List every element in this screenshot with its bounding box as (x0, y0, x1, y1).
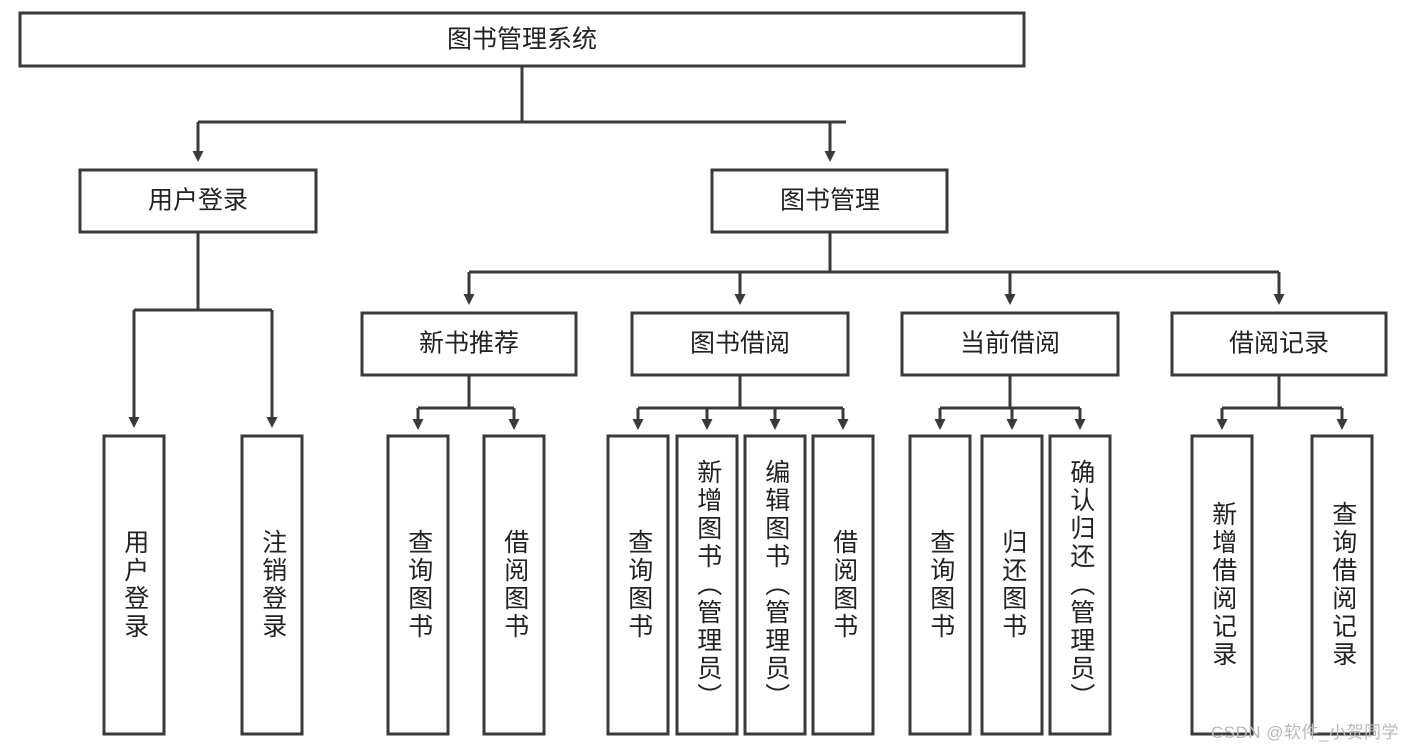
node-new-book-rec-label: 新书推荐 (419, 330, 519, 358)
node-leaf-confirm-return-box[interactable] (1048, 434, 1112, 736)
node-book-borrow-label: 图书借阅 (690, 330, 790, 358)
node-layer: 图书管理系统 用户登录 图书管理 新书推荐 图书借阅 当前借阅 借阅记录 (18, 11, 1388, 377)
node-leaf-query-book-cur-box[interactable] (908, 434, 972, 736)
connector-layer (128, 66, 1348, 430)
node-user-login-label: 用户登录 (148, 187, 248, 215)
node-new-book-rec[interactable]: 新书推荐 (360, 311, 578, 377)
node-current-borrow-label: 当前借阅 (960, 330, 1060, 358)
node-root-box[interactable] (18, 11, 1026, 68)
node-leaf-query-record-box[interactable] (1310, 434, 1374, 736)
node-book-manage-label: 图书管理 (780, 187, 880, 215)
node-borrow-record-label: 借阅记录 (1229, 330, 1329, 358)
node-new-book-rec-box[interactable] (360, 311, 578, 377)
node-book-borrow[interactable]: 图书借阅 (630, 311, 850, 377)
node-book-manage[interactable]: 图书管理 (710, 168, 949, 234)
node-root[interactable]: 图书管理系统 (18, 11, 1026, 68)
node-borrow-record[interactable]: 借阅记录 (1170, 311, 1388, 377)
node-leaf-user-logout-box[interactable] (240, 434, 304, 736)
node-leaf-add-record-box[interactable] (1190, 434, 1254, 736)
node-leaf-add-book-box[interactable] (675, 434, 739, 736)
node-leaf-user-login-box[interactable] (102, 434, 166, 736)
node-root-label: 图书管理系统 (447, 26, 597, 54)
leaf-rect-layer (102, 434, 1374, 736)
node-leaf-query-book-rec-box[interactable] (386, 434, 450, 736)
node-book-borrow-box[interactable] (630, 311, 850, 377)
node-leaf-borrow-book-box[interactable] (811, 434, 875, 736)
node-book-manage-box[interactable] (710, 168, 949, 234)
node-borrow-record-box[interactable] (1170, 311, 1388, 377)
node-leaf-query-book-box[interactable] (606, 434, 670, 736)
node-user-login-box[interactable] (78, 168, 318, 234)
node-user-login[interactable]: 用户登录 (78, 168, 318, 234)
node-leaf-edit-book-box[interactable] (743, 434, 807, 736)
node-leaf-return-book-box[interactable] (980, 434, 1044, 736)
node-current-borrow-box[interactable] (900, 311, 1120, 377)
node-leaf-borrow-book-rec-box[interactable] (482, 434, 546, 736)
node-current-borrow[interactable]: 当前借阅 (900, 311, 1120, 377)
